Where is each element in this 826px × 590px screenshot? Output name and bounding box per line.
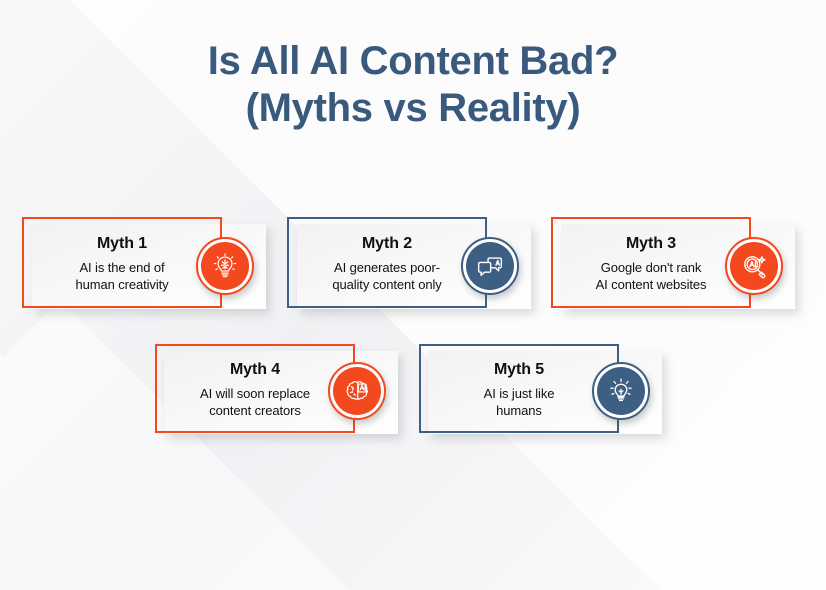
- lightbulb-circuit-icon: [210, 251, 240, 281]
- card-title: Myth 1: [96, 235, 148, 252]
- badge-fill: [597, 367, 645, 415]
- card-description: AI is just like humans: [483, 386, 555, 418]
- badge-fill: [333, 367, 381, 415]
- card-text-block: Myth 5 AI is just like humans: [433, 360, 605, 419]
- card-icon-badge: [196, 237, 254, 295]
- background-band: [0, 300, 826, 590]
- card-description: Google don't rank AI content websites: [595, 260, 707, 292]
- card-text-block: Myth 4 AI will soon replace content crea…: [167, 360, 343, 419]
- speech-bubbles-icon: [475, 251, 505, 281]
- badge-fill: [466, 242, 514, 290]
- card-description: AI is the end of human creativity: [75, 260, 169, 292]
- myth-card-5[interactable]: Myth 5 AI is just like humans: [419, 344, 663, 440]
- brain-chip-ai-icon: [342, 376, 372, 406]
- card-description: AI generates poor- quality content only: [332, 260, 442, 292]
- myth-card-1[interactable]: Myth 1 AI is the end of human creativity: [22, 217, 266, 315]
- badge-fill: [201, 242, 249, 290]
- card-text-block: Myth 3 Google don't rank AI content webs…: [563, 234, 739, 293]
- card-icon-badge: [592, 362, 650, 420]
- card-icon-badge: [461, 237, 519, 295]
- myth-card-3[interactable]: Myth 3 Google don't rank AI content webs…: [551, 217, 795, 315]
- card-title: Myth 2: [361, 235, 413, 252]
- lightbulb-rays-icon: [606, 376, 636, 406]
- card-title: Myth 3: [625, 235, 677, 252]
- myth-card-2[interactable]: Myth 2 AI generates poor- quality conten…: [287, 217, 531, 315]
- card-title: Myth 4: [229, 361, 281, 378]
- card-icon-badge: [725, 237, 783, 295]
- magnifier-ai-icon: [739, 251, 769, 281]
- card-text-block: Myth 1 AI is the end of human creativity: [36, 234, 208, 293]
- myth-card-4[interactable]: Myth 4 AI will soon replace content crea…: [155, 344, 399, 440]
- page-title: Is All AI Content Bad? (Myths vs Reality…: [207, 39, 619, 130]
- card-text-block: Myth 2 AI generates poor- quality conten…: [301, 234, 473, 293]
- card-icon-badge: [328, 362, 386, 420]
- card-description: AI will soon replace content creators: [200, 386, 310, 418]
- card-title: Myth 5: [493, 361, 545, 378]
- background-band: [0, 470, 432, 590]
- badge-fill: [730, 242, 778, 290]
